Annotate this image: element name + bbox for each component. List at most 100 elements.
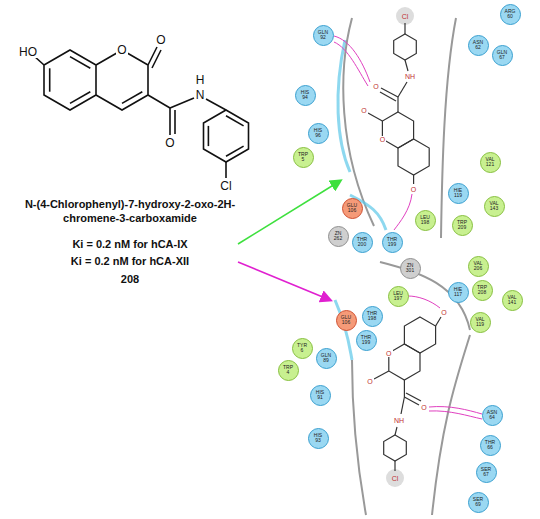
residue-circle: VAL 119 [470,312,491,333]
residue-name: THR 200 [355,237,369,248]
pocket-outline [338,18,456,238]
structure [34,47,249,178]
atom-label: O [420,404,427,411]
residue-name: HIE 119 [451,188,465,199]
atom-label: NH [404,73,416,80]
atom-label: O [379,136,386,143]
residue-name: TRP 208 [475,285,489,296]
residue-circle: ZN 301 [400,258,421,279]
ki-value: Ki = 0.2 nM for hCA-XII [12,255,248,267]
h-bond [408,296,482,419]
atom-label: Cl [219,180,232,192]
residue-circle: HIS 96 [308,123,329,144]
ligand [368,23,429,184]
residue-circle: LEU 198 [415,210,436,231]
residue-circle: HIS 93 [308,428,329,449]
residue-circle: VAL 141 [502,290,523,311]
residue-circle: THR 199 [356,330,377,351]
residue-circle: GLN 92 [313,25,334,46]
atom-label: O [440,309,447,316]
ki-value: Ki = 0.2 nM for hCA-IX [12,238,248,250]
residue-name: ARG 60 [503,9,517,20]
halo [396,7,414,25]
compound-number: 208 [12,273,248,285]
residue-circle: HIE 119 [448,183,469,204]
residue-name: THR 199 [359,335,373,346]
residue-name: SER 69 [471,497,485,508]
residue-name: TRP 5 [296,152,310,163]
residue-name: ASN 64 [485,410,499,421]
residue-circle: GLU 106 [336,310,357,331]
residue-name: GLU 106 [339,315,353,326]
residue-circle: TRP 4 [278,360,299,381]
arrow [238,262,330,300]
residue-circle: SER 69 [468,492,489,513]
residue-name: VAL 143 [487,201,501,212]
residue-name: GLU 106 [345,203,359,214]
atom-label: O [410,186,417,193]
residue-name: THR 198 [365,311,379,322]
atom-label: NH [393,417,405,424]
residue-circle: THR 199 [382,232,403,253]
atom-label: O [372,83,379,90]
pocket-outline [335,262,470,515]
residue-name: VAL 119 [473,317,487,328]
residue-name: HIE 117 [451,287,465,298]
residue-circle: ZN 262 [328,226,349,247]
residue-circle: HIS 91 [310,385,331,406]
residue-name: VAL 141 [505,295,519,306]
residue-circle: THR 198 [362,306,383,327]
residue-circle: ARG 60 [500,4,521,25]
residue-name: HIS 96 [311,128,325,139]
residue-circle: VAL 206 [468,256,489,277]
residue-name: SER 67 [479,467,493,478]
residue-name: LEU 198 [418,215,432,226]
residue-name: HIS 91 [313,390,327,401]
residue-circle: THR 66 [480,435,501,456]
compound-name: N-(4-Chlorophenyl)-7-hydroxy-2-oxo-2H-ch… [12,198,248,226]
residue-name: TYR 6 [295,343,309,354]
atom-label: O [360,107,367,114]
residue-circle: HIE 117 [448,282,469,303]
residue-circle: LEU 197 [388,286,409,307]
atom-label: O [116,44,127,56]
residue-circle: SER 67 [476,462,497,483]
residue-name: TRP 209 [455,220,469,231]
h-bond [334,36,412,230]
residue-name: VAL 206 [471,261,485,272]
residue-name: GLN 89 [319,353,333,364]
residue-name: HIS 94 [298,90,312,101]
residue-circle: TYR 6 [292,338,313,359]
residue-name: LEU 197 [391,291,405,302]
residue-name: GLN 67 [495,50,509,61]
residue-circle: VAL 121 [480,152,501,173]
residue-circle: ASN 62 [468,35,489,56]
residue-circle: TRP 209 [452,215,473,236]
atom-label: O [155,34,166,46]
residue-circle: GLU 106 [342,198,363,219]
residue-circle: GLN 67 [492,45,513,66]
atom-label: O [366,378,373,385]
ligand [374,317,441,471]
atom-label: Cl [401,13,410,20]
atom-label: N [195,89,206,101]
atom-label: Cl [391,475,400,482]
residue-circle: THR 200 [352,232,373,253]
residue-name: GLN 92 [316,30,330,41]
residue-name: VAL 121 [483,157,497,168]
arrow [238,181,340,244]
residue-circle: ASN 64 [482,405,503,426]
atom-label: O [164,137,175,149]
atom-label: HO [18,46,38,58]
atom-label: O [385,350,392,357]
residue-name: TRP 4 [281,365,295,376]
residue-name: ASN 62 [471,40,485,51]
residue-name: ZN 262 [331,231,345,242]
residue-circle: TRP 5 [293,147,314,168]
residue-circle: VAL 143 [484,196,505,217]
atom-label: H [195,74,206,86]
residue-circle: TRP 208 [472,280,493,301]
residue-name: ZN 301 [403,263,417,274]
residue-name: THR 199 [385,237,399,248]
residue-circle: HIS 94 [295,85,316,106]
